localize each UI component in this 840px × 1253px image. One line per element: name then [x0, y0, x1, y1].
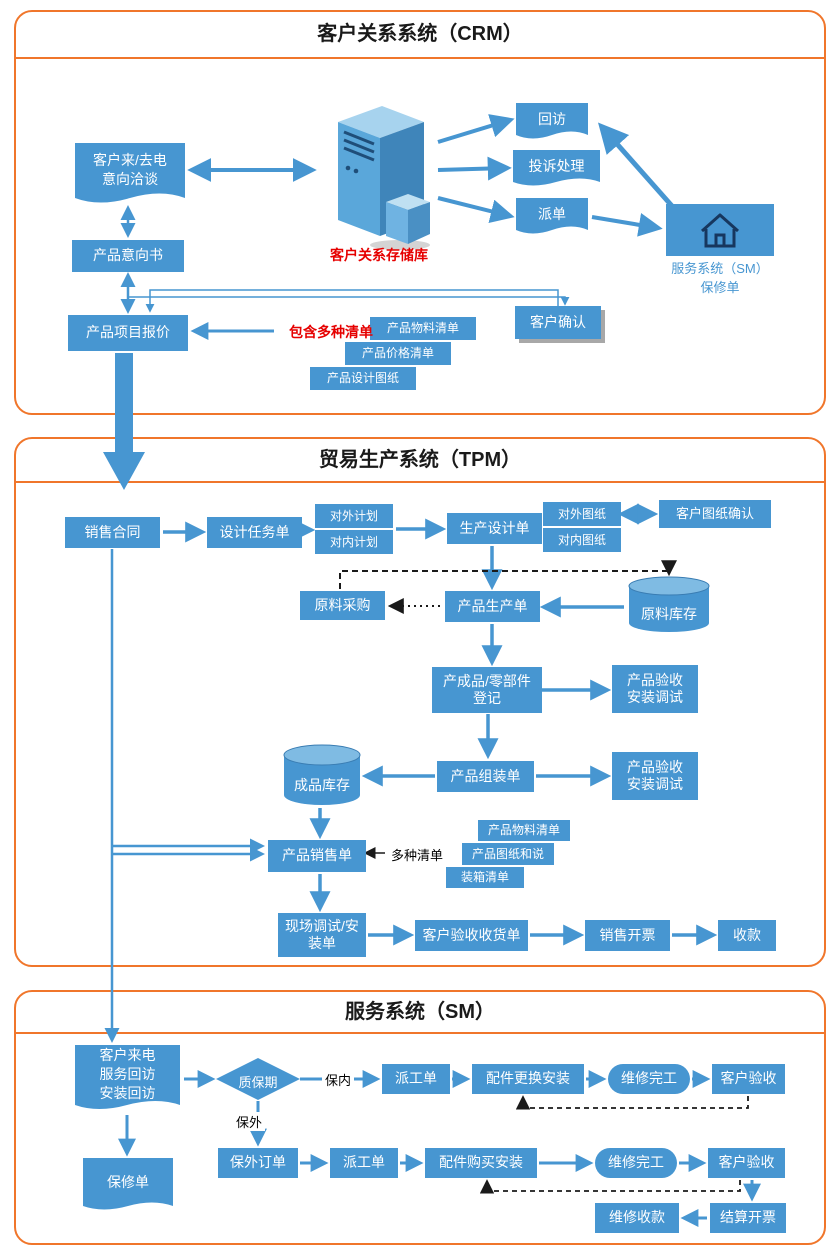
node-work-order-1: 派工单 [382, 1064, 450, 1094]
node-settlement-invoice: 结算开票 [710, 1203, 786, 1233]
node-customer-acceptance-2: 客户验收 [708, 1148, 785, 1178]
node-repair-payment: 维修收款 [595, 1203, 679, 1233]
node-repair-complete-1: 维修完工 [608, 1064, 690, 1094]
doc-warranty: 保修单 [83, 1158, 173, 1213]
doc-return-visit: 回访 [516, 103, 588, 141]
node-customer-acceptance-1: 客户验收 [712, 1064, 785, 1094]
node-repair-complete-2: 维修完工 [595, 1148, 677, 1178]
crm-arrows [103, 114, 674, 490]
diamond-warranty-check: 质保期 [216, 1058, 300, 1105]
node-sales-drawing-list: 产品图纸和说 [462, 843, 554, 865]
node-internal-plan: 对内计划 [315, 530, 393, 554]
node-design-task: 设计任务单 [207, 517, 302, 548]
node-product-acceptance-1: 产品验收 安装调试 [612, 665, 698, 713]
doc-complaint-handling: 投诉处理 [513, 150, 600, 188]
in-warranty-label: 保内 [322, 1070, 355, 1089]
node-assembly-order: 产品组装单 [437, 761, 534, 792]
sm-dashed-arrows [479, 1095, 749, 1194]
node-parts-purchase-install: 配件购买安装 [425, 1148, 537, 1178]
doc-customer-call: 客户来/去电 意向洽谈 [75, 143, 185, 205]
tpm-title: 贸易生产系统（TPM） [16, 439, 824, 483]
node-payment: 收款 [718, 920, 776, 951]
multi-list-note: 多种清单 [390, 848, 443, 863]
node-product-intent: 产品意向书 [72, 240, 184, 272]
cylinder-material-stock: 原料库存 [628, 576, 710, 638]
node-delivery-acceptance: 客户验收收货单 [415, 920, 528, 951]
node-project-quote: 产品项目报价 [68, 315, 188, 351]
node-customer-confirm: 客户确认 [515, 306, 601, 339]
cylinder-finished-stock: 成品库存 [283, 744, 361, 811]
node-onsite-install: 现场调试/安 装单 [278, 913, 366, 957]
crm-title: 客户关系系统（CRM） [16, 12, 824, 59]
tpm-dashed-arrows [339, 560, 677, 859]
server-label: 客户关系存储库 [330, 247, 428, 263]
doc-service-incoming: 客户来电 服务回访 安装回访 [75, 1045, 180, 1113]
node-material-purchase: 原料采购 [300, 591, 385, 620]
node-parts-replace-install: 配件更换安装 [472, 1064, 584, 1094]
node-sales-material-list: 产品物料清单 [478, 820, 570, 841]
doc-customer-call-label: 客户来/去电 [93, 151, 167, 168]
node-product-acceptance-2: 产品验收 安装调试 [612, 752, 698, 800]
contains-lists-note: 包含多种清单 [289, 324, 373, 340]
node-external-plan: 对外计划 [315, 504, 393, 528]
node-material-list: 产品物料清单 [370, 317, 476, 340]
out-warranty-label: 保外 [233, 1112, 266, 1131]
sm-reference-label: 服务系统（SM） 保修单 [671, 261, 769, 295]
house-icon [666, 204, 774, 261]
node-work-order-2: 派工单 [330, 1148, 398, 1178]
node-production-order: 产品生产单 [445, 591, 540, 622]
node-production-design: 生产设计单 [447, 513, 542, 544]
node-packing-list: 装箱清单 [446, 867, 524, 888]
node-price-list: 产品价格清单 [345, 342, 451, 365]
doc-dispatch: 派单 [516, 198, 588, 236]
node-sales-contract: 销售合同 [65, 517, 160, 548]
node-out-warranty-order: 保外订单 [218, 1148, 298, 1178]
node-sales-order: 产品销售单 [268, 840, 366, 872]
server-icon [320, 96, 438, 257]
sm-title: 服务系统（SM） [16, 992, 824, 1034]
node-internal-drawing: 对内图纸 [543, 528, 621, 552]
node-sales-invoice: 销售开票 [585, 920, 670, 951]
node-external-drawing: 对外图纸 [543, 502, 621, 526]
node-customer-drawing-confirm: 客户图纸确认 [659, 500, 771, 528]
tpm-arrows [104, 503, 718, 1043]
node-design-drawings: 产品设计图纸 [310, 367, 416, 390]
node-finished-parts-registration: 产成品/零部件 登记 [432, 667, 542, 713]
